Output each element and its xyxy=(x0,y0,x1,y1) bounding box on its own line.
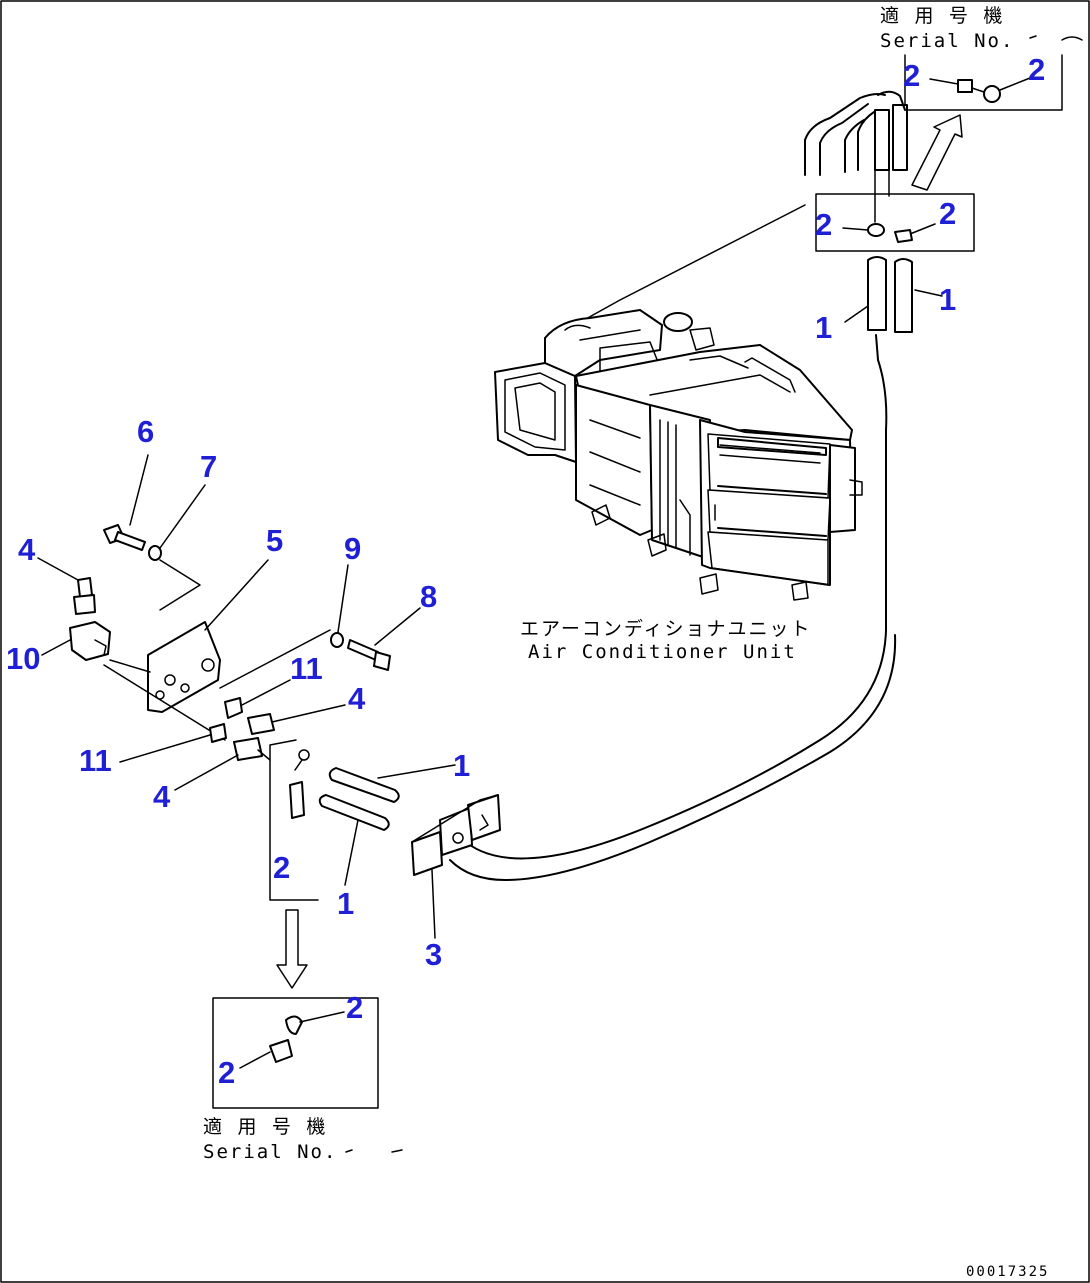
callout-hose-lower-upper: 1 xyxy=(453,748,470,783)
callout-bottom-inset-upper: 2 xyxy=(346,990,363,1025)
bottom-serial-no-label: Serial No. xyxy=(203,1141,337,1163)
callout-top-inset-right: 2 xyxy=(1028,52,1045,87)
callout-bolt-8: 8 xyxy=(420,579,437,614)
unit-hose-leader xyxy=(574,204,806,326)
callout-washer-9: 9 xyxy=(344,531,361,566)
callout-nut-11-upper: 11 xyxy=(290,651,323,686)
top-applicable-serial-label-jp: 適 用 号 機 xyxy=(880,5,1004,27)
bottom-applicable-serial-label-jp: 適 用 号 機 xyxy=(203,1116,327,1138)
bottom-serial-inset: 適 用 号 機 Serial No. xyxy=(203,997,403,1163)
callout-clip-2-left: 2 xyxy=(273,850,290,885)
lower-hose-pieces xyxy=(269,739,400,901)
inset-fitting-a xyxy=(957,79,973,93)
bracket-assembly xyxy=(69,524,391,761)
washer-7 xyxy=(148,545,162,561)
vertical-hoses xyxy=(844,256,943,333)
top-serial-no-label: Serial No. xyxy=(880,30,1014,52)
document-number: 00017325 xyxy=(966,1264,1049,1280)
top-serial-inset: 適 用 号 機 Serial No. xyxy=(880,5,1083,111)
callout-hose-top-left: 1 xyxy=(815,310,832,345)
nut-11-upper xyxy=(224,697,243,719)
clamp-3 xyxy=(411,794,501,876)
mid-clip-box xyxy=(815,169,975,252)
unit-name-jp: エアーコンディショナユニット xyxy=(520,618,812,640)
plug-4-lower xyxy=(233,737,263,761)
callout-washer-7: 7 xyxy=(200,449,217,484)
block-10 xyxy=(69,621,111,661)
callout-plug-4-lower: 4 xyxy=(153,779,171,814)
plug-4-mid xyxy=(247,713,275,735)
upper-hose-bundle xyxy=(804,90,963,191)
callout-bolt-6: 6 xyxy=(137,414,154,449)
callout-bottom-inset-lower: 2 xyxy=(218,1055,235,1090)
bracket-5 xyxy=(147,621,221,713)
arrow-to-bottom-inset xyxy=(276,909,308,989)
callout-hose-top-right: 1 xyxy=(939,282,956,317)
air-conditioner-unit xyxy=(494,309,863,601)
callout-mid-box-right: 2 xyxy=(939,196,956,231)
callout-top-inset-left: 2 xyxy=(903,58,920,93)
callout-block-10: 10 xyxy=(6,641,40,676)
plug-4-top xyxy=(77,577,93,598)
unit-name-en: Air Conditioner Unit xyxy=(528,641,797,663)
callout-bracket-5: 5 xyxy=(266,523,283,558)
callout-plug-4-top: 4 xyxy=(18,532,36,567)
leader-lines xyxy=(37,454,456,939)
inset-fitting-b xyxy=(983,85,1001,103)
nut-11-lower xyxy=(209,723,227,743)
drain-hose-loop xyxy=(449,334,897,881)
callout-hose-lower-lower: 1 xyxy=(337,886,354,921)
callout-clamp-3: 3 xyxy=(425,937,442,972)
arrow-to-top-inset xyxy=(911,114,963,191)
callout-nut-11-lower: 11 xyxy=(79,743,112,778)
callout-numbers: 2 2 2 2 1 1 6 7 4 5 9 8 10 11 4 11 4 1 1… xyxy=(6,52,1045,1090)
callout-mid-box-left: 2 xyxy=(815,207,832,242)
washer-9 xyxy=(330,632,344,648)
bolt-8 xyxy=(347,639,379,661)
callout-plug-4-mid: 4 xyxy=(348,681,366,716)
